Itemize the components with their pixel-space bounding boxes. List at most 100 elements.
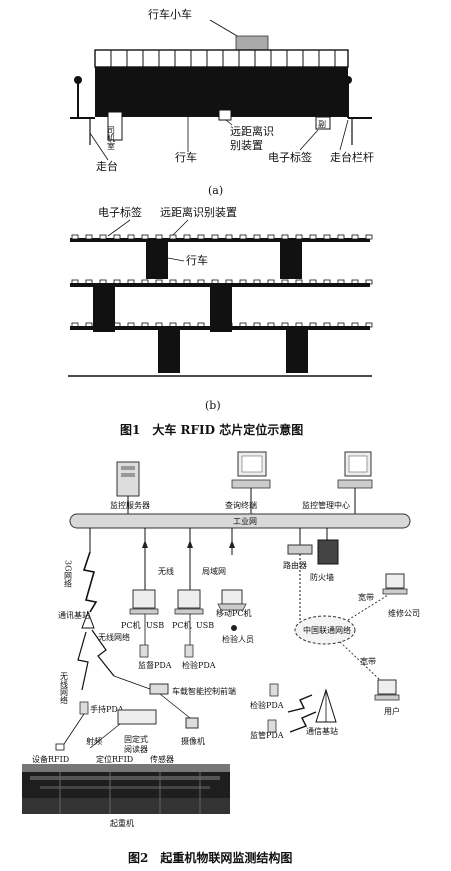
rail-tag-marker [183,234,191,240]
reader-label-1: 远距离识 [230,124,274,138]
firewall-icon [317,539,339,565]
fig2-diagram: 监控服务器 查询终端 监控管理中心 工业网 3G网 [22,451,420,828]
crane-girder [95,67,348,117]
router-label: 路由器 [283,560,307,570]
rail-tag-marker [85,234,93,240]
rail-tag-marker [211,234,219,240]
query-terminal-label: 查询终端 [225,500,257,510]
rf-label: 射频 [86,736,102,746]
rail-tag-marker [71,234,79,240]
lan-label: 局域网 [202,566,226,576]
control-center-icon [337,451,373,489]
check-pda-label: 检验PDA [182,660,216,670]
base-station-label: 通讯基站 [58,610,90,620]
trolley-label: 行车小车 [148,7,192,21]
rail-tag-marker [99,234,107,240]
inspector-label: 检验人员 [222,634,254,644]
handheld-pda-icon [79,701,89,715]
wireless-label: 无线 [158,566,174,576]
handheld-pda-label: 手持PDA [90,704,124,714]
tag-label: 电子标签 [268,150,312,164]
locate-rfid-label: 定位RFID [96,754,133,764]
fixed-reader-icon [117,709,157,725]
crane-top-strip [94,49,349,68]
crane-block-r2a [93,286,115,332]
crane-block-r2b [210,286,232,332]
mobile-pc-icon [217,589,247,611]
wireless-net2-label: 无线网络 [60,672,69,705]
rail-tag-marker [141,234,149,240]
monitor-server-icon [116,461,140,497]
panel-b-label: (b) [205,399,221,412]
crane-block-r3a [158,329,180,373]
3g-link [82,551,98,613]
mobile-pc-label: 移动PC机 [216,608,252,618]
railing-label: 走台栏杆 [330,150,374,164]
crane-block-r1b [280,241,302,279]
rail-tag-marker [225,234,233,240]
usb1-label: USB [146,621,164,630]
internet-cloud [294,615,356,645]
crane-photo [22,764,230,814]
rail-tag-marker [323,234,331,240]
broadband1-label: 宽带 [358,592,374,602]
crane-block-r1a [146,241,168,279]
fig1b-diagram: 电子标签 远距离识别装置 行车 (b) [68,205,373,412]
cab-box [107,111,123,141]
cab-label: 司机室 [107,126,116,150]
device-rfid-label: 设备RFID [32,754,69,764]
vehicle-ctrl-label: 车载智能控制前端 [172,686,236,696]
crane-photo-label: 起重机 [110,818,134,828]
3g-label: 3G网络 [64,560,73,589]
base-station-icon [81,610,95,629]
router-icon [287,544,313,555]
internet-label: 中国联通网络 [303,625,351,635]
firewall-label: 防火墙 [310,572,334,582]
control-center-label: 监控管理中心 [302,500,350,510]
repair-co-label: 维修公司 [388,608,420,618]
b-crane-label: 行车 [186,253,208,267]
fig1-caption: 图1 大车 RFID 芯片定位示意图 [120,422,303,437]
fixed-reader-label-2: 阅读器 [124,744,148,754]
small-box-label: 副 [318,120,326,129]
wireless-net-label: 无线网络 [98,632,130,642]
query-terminal-icon [231,451,271,489]
b-reader-label: 远距离识别装置 [160,205,237,219]
trolley-block [235,35,269,51]
rail-tag-marker [281,234,289,240]
pc2-label: PC机 [172,620,192,630]
repair-co-icon [382,573,408,595]
rail-tag-marker [337,234,345,240]
vehicle-ctrl-icon [149,683,169,695]
monitor-pda-label: 监督PDA [138,660,172,670]
reader-label-2: 别装置 [230,139,263,152]
camera-icon [185,717,199,729]
user-label: 用户 [384,706,400,716]
rail-tag-marker [253,234,261,240]
rail-tag-marker [351,234,359,240]
rail-tag-marker [127,234,135,240]
pc1-icon [129,589,159,615]
crane-block-r3b [286,329,308,373]
pc2-icon [174,589,204,615]
user-icon [374,679,400,701]
lan-bar [69,513,411,529]
rail-tag-marker [169,234,177,240]
rail-tag-marker [295,234,303,240]
lan-bar-label: 工业网 [233,516,257,526]
inspector-icon [231,625,237,631]
monitor-server-label: 监控服务器 [110,500,150,510]
panel-a-label: (a) [208,184,223,197]
supervise-pda-label: 监管PDA [250,730,284,740]
right-small-box [315,116,331,130]
rail-tag-marker [155,234,163,240]
rail-tag-marker [309,234,317,240]
rail-tag-marker [365,234,373,240]
rail-tag-marker [267,234,275,240]
reader-box [218,109,232,121]
rail-tag-marker [197,234,205,240]
camera-label: 摄像机 [181,736,205,746]
fig2-caption: 图2 起重机物联网监测结构图 [128,850,292,865]
fixed-reader-label-1: 固定式 [124,734,148,744]
